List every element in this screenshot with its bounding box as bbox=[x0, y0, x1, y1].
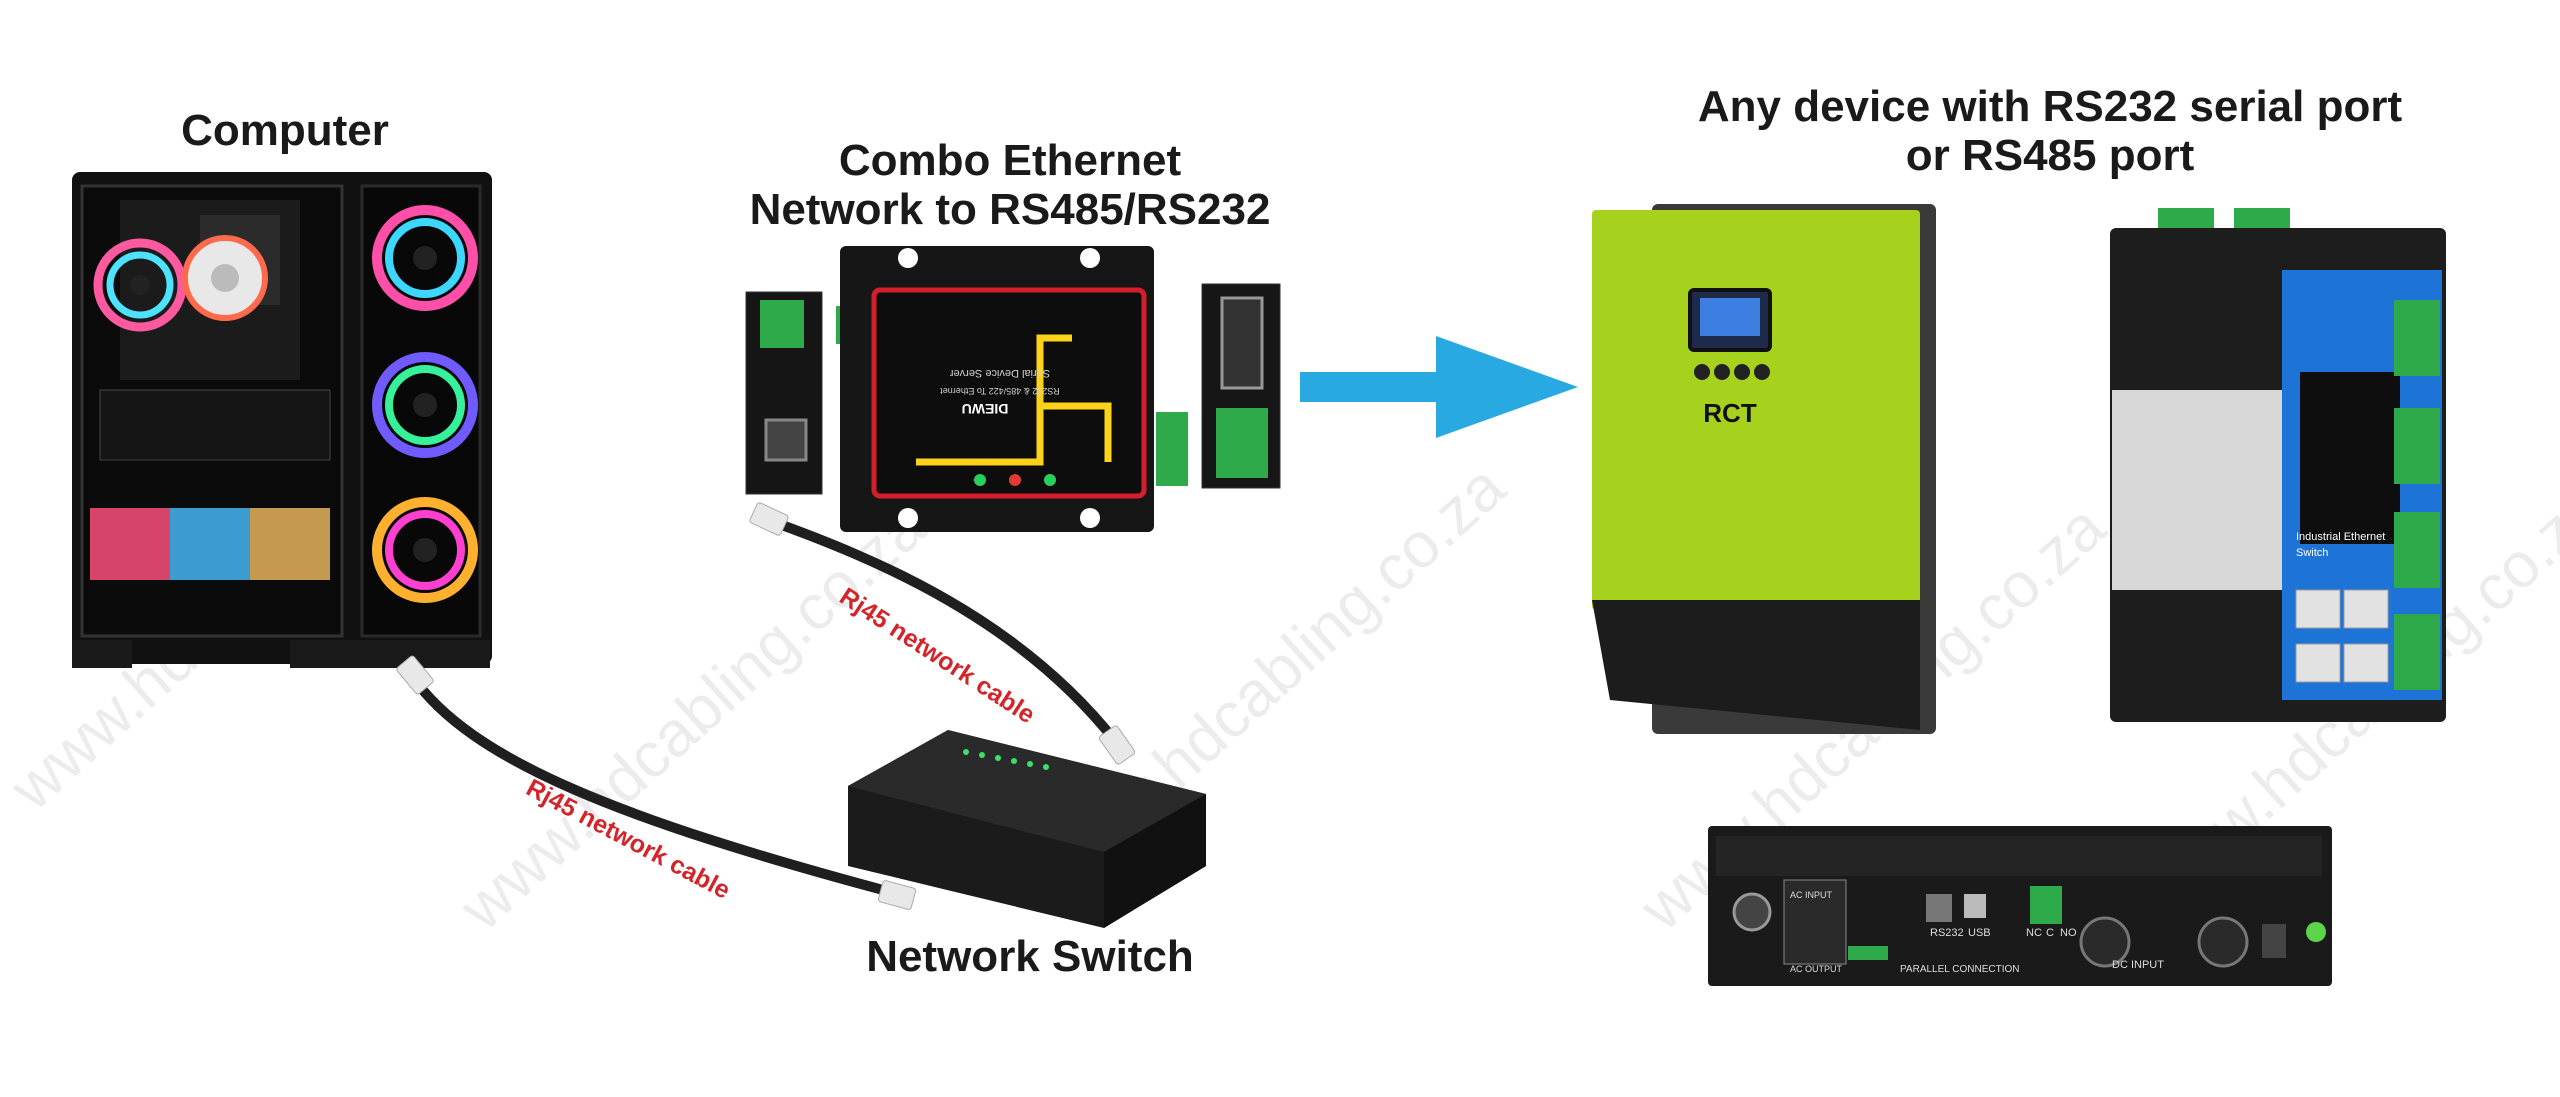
rj45-cable-upper bbox=[749, 502, 1136, 765]
rear-c-label: C bbox=[2046, 927, 2054, 939]
combo-label-line1: Combo Ethernet bbox=[838, 136, 1182, 185]
any-device-line1: Any device with RS232 serial port bbox=[1697, 82, 2403, 131]
rear-no-label: NO bbox=[2060, 927, 2077, 939]
rear-nc-label: NC bbox=[2026, 927, 2042, 939]
combo-label-line2: Network to RS485/RS232 bbox=[749, 185, 1271, 235]
network-switch-label: Network Switch bbox=[866, 932, 1194, 981]
switch-label: Industrial Ethernet bbox=[2296, 531, 2385, 543]
arrow-right-icon bbox=[1300, 336, 1578, 438]
rear-usb-label: USB bbox=[1968, 927, 1991, 939]
device-model: Serial Device Server bbox=[950, 367, 1051, 379]
combo-ethernet-label: Combo Ethernet Network to RS485/RS232 bbox=[700, 136, 1320, 235]
inverter-brand: RCT bbox=[1703, 398, 1757, 428]
inverter-device bbox=[1592, 204, 1936, 734]
rgb-fan bbox=[93, 238, 187, 332]
rear-ac-output-label: AC OUTPUT bbox=[1790, 964, 1843, 974]
any-device-line2: or RS485 port bbox=[1905, 131, 2195, 181]
rgb-fan bbox=[372, 205, 478, 311]
computer-label: Computer bbox=[181, 106, 389, 155]
device-model-sub: RS232 & 485/422 To Ethernet bbox=[940, 386, 1060, 396]
any-device-label: Any device with RS232 serial port or RS4… bbox=[1620, 82, 2480, 181]
rear-ac-input-label: AC INPUT bbox=[1790, 890, 1833, 900]
rear-dc-input-label: DC INPUT bbox=[2112, 959, 2164, 971]
serial-device-server bbox=[745, 246, 1281, 532]
switch-label: Switch bbox=[2296, 547, 2328, 559]
rgb-fan bbox=[372, 352, 478, 458]
cpu-cooler bbox=[182, 235, 268, 321]
inverter-rear-panel bbox=[1708, 826, 2332, 986]
rear-parallel-label: PARALLEL CONNECTION bbox=[1900, 964, 2019, 975]
network-switch bbox=[848, 730, 1206, 928]
rgb-fan bbox=[372, 497, 478, 603]
computer-tower bbox=[72, 172, 492, 668]
rj45-cable-lower bbox=[396, 655, 917, 910]
rear-rs232-label: RS232 bbox=[1930, 927, 1964, 939]
industrial-switch bbox=[2110, 208, 2446, 722]
device-brand: DIEWU bbox=[962, 401, 1009, 417]
